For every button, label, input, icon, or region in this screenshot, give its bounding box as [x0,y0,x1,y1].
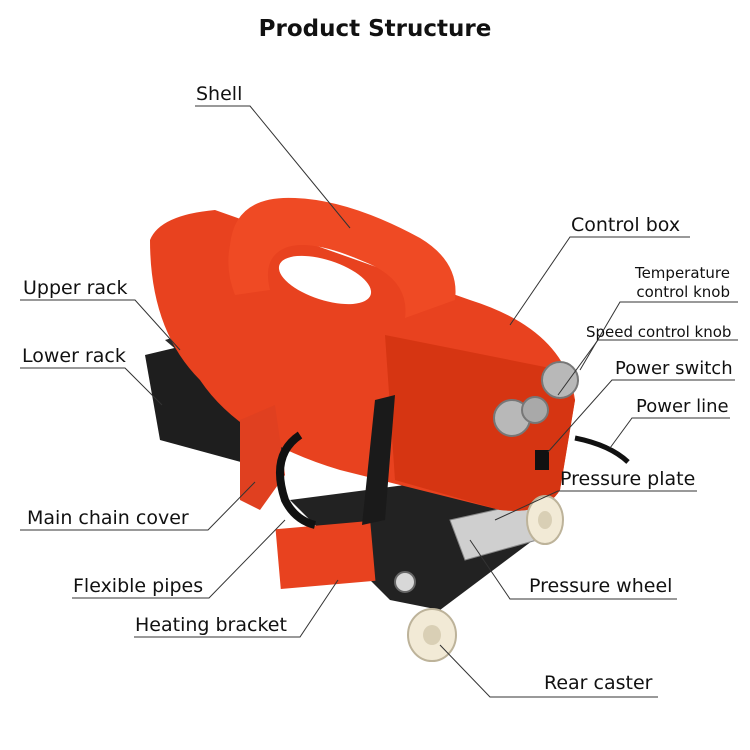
temperature-knob-shape [541,361,579,399]
leader-control-box [509,236,690,326]
leader-power-line [609,417,730,449]
label-speed-knob: Speed control knob [586,323,732,341]
label-temperature-knob-line1: Temperature [634,264,730,282]
leader-upper-rack [20,299,181,351]
label-power-switch: Power switch [615,358,733,379]
label-flexible-pipes: Flexible pipes [73,575,204,597]
shell-side-shape [385,335,575,511]
chain-cover-shape [240,405,285,510]
label-control-box: Control box [571,214,681,236]
label-rear-caster: Rear caster [544,672,653,694]
leader-pressure-wheel [469,539,677,600]
power-line-shape [574,435,630,464]
label-power-line: Power line [636,396,729,417]
label-temperature-knob: Temperature control knob [610,264,730,302]
label-pressure-wheel: Pressure wheel [529,575,673,597]
leader-rear-caster [439,644,658,698]
leader-shell [195,105,351,229]
label-lower-rack: Lower rack [22,345,126,367]
label-main-chain-cover: Main chain cover [27,507,189,529]
flexible-pipe-shape [276,431,317,529]
label-pressure-plate: Pressure plate [560,468,696,490]
lever-shape [362,395,395,525]
leader-main-chain-cover [20,481,256,531]
leader-temperature-knob [579,301,738,371]
handle-hole-shape [278,255,372,305]
leader-speed-knob [557,339,738,396]
page-title: Product Structure [258,16,492,42]
heating-bracket-shape [275,520,376,589]
leader-lower-rack [20,367,163,406]
leader-power-switch [547,379,735,453]
leader-heating-bracket [134,579,339,638]
label-temperature-knob-line2: control knob [636,283,730,301]
handle-shape [228,197,456,318]
label-upper-rack: Upper rack [23,277,128,299]
power-switch-shape [535,450,549,470]
leader-flexible-pipes [72,519,286,599]
label-heating-bracket: Heating bracket [135,614,287,636]
leader-pressure-plate [494,490,697,521]
label-shell: Shell [196,83,243,105]
